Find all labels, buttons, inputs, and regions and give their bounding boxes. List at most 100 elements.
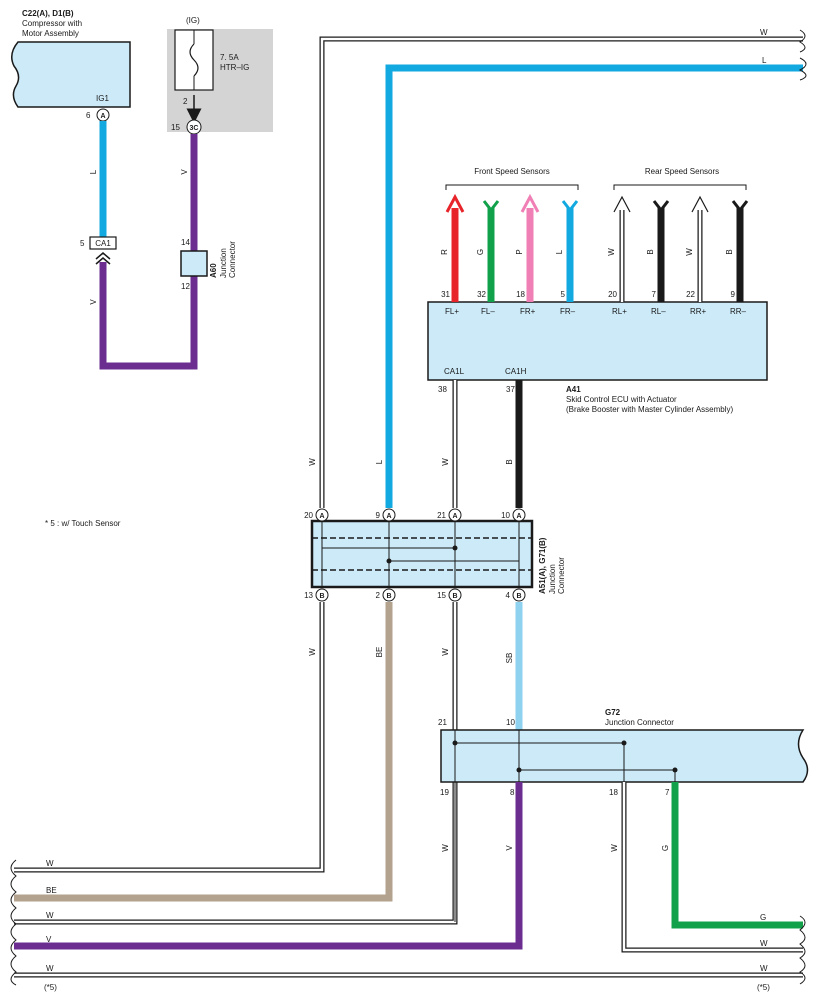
fuse-pin-bottom: 15 [171,123,180,132]
note-ref-right: (*5) [757,983,770,992]
note-touch-sensor: * 5 : w/ Touch Sensor [45,519,121,528]
fuse-conn: 3C [190,125,199,132]
jc-a51-top-conn-1: A [386,513,391,520]
wire-label-bot-v: V [46,935,52,944]
wire-label-jc13: W [308,648,317,656]
cut-mark-left [10,859,17,986]
ecu-wire-label-1: G [476,249,485,255]
jc-a51-name-1: Junction [548,564,557,594]
ecu-wire-label-0: R [440,249,449,255]
jc-a51-top-conn-circle-1 [382,508,396,522]
a60-ref: A60 [209,263,218,278]
compressor-ref: C22(A), D1(B) [22,9,74,18]
ecu-arrow-down-icon-1 [482,200,500,213]
ecu-bottom-name-1: CA1H [505,367,527,376]
ecu-pin-0: 31 [441,290,450,299]
fuse-name: HTR–IG [220,63,249,72]
wire-label-bot-w1: W [46,859,54,868]
wire-label-jc4: SB [505,653,514,664]
g72-bottom-pin-3: 7 [665,788,670,797]
compressor-pin: 6 [86,111,91,120]
ecu-pin-1: 32 [477,290,486,299]
note-ref-left: (*5) [44,983,57,992]
jc-a51-top-conn-circle-0 [315,508,329,522]
wire-label-g72-8: V [505,845,514,851]
ecu-pin-7: 9 [731,290,736,299]
ecu-term-name-4: RL+ [612,307,627,316]
ca1-pin: 5 [80,239,85,248]
ca1-box [89,236,117,250]
jc-a51-top-conn-2: A [452,513,457,520]
cut-mark-top-w [799,29,806,53]
ecu-arrow-up-icon-2 [520,193,540,213]
jc-a51-bottom-pin-1: 2 [376,591,381,600]
ecu-component: Front Speed Sensors Rear Speed Sensors R… [427,167,768,414]
ca1-connector: 5 CA1 [80,236,117,265]
wire-label-l-vert: L [375,459,384,464]
cut-mark-right [799,915,806,985]
jc-a51-bottom-conn-2: B [452,593,457,600]
wire-bot-w1-outer [14,602,325,873]
ecu-term-name-3: FR– [560,307,576,316]
wire-label-bot-w2: W [46,911,54,920]
g72-top-pin-1: 10 [506,718,515,727]
ecu-bottom-pin-0: 38 [438,385,447,394]
compressor-terminal: IG1 [96,94,109,103]
ecu-term-name-2: FR+ [520,307,536,316]
wire-label-ca1h: B [505,459,514,464]
wire-g72-18-inner [622,782,803,952]
wire-label-top-w: W [760,28,768,37]
ecu-name-2: (Brake Booster with Master Cylinder Asse… [566,405,734,414]
jc-a51-bottom-conn-1: B [386,593,391,600]
ecu-arrow-down-icon-5 [652,200,670,213]
jc-a51-bottom-pin-3: 4 [506,591,511,600]
ecu-term-name-5: RL– [651,307,666,316]
wire-bot-be [14,602,393,902]
ecu-wire-label-6: W [685,248,694,256]
ecu-arrow-down-icon-3 [561,200,579,213]
g72-bottom-pin-1: 8 [510,788,515,797]
ecu-bracket-rear [613,184,747,190]
wire-top-w-inner [320,37,803,508]
ecu-arrow-up-icon-6 [691,195,709,213]
compressor-box [11,41,131,108]
wire-label-g72-7: G [661,845,670,851]
ecu-wire-label-7: B [725,249,734,254]
jc-a51-top-pin-0: 20 [304,511,313,520]
ecu-ref: A41 [566,385,581,394]
a60-name-1: Junction [219,248,228,278]
fuse-icon [189,43,199,77]
wire-label-g72-18: W [610,844,619,852]
ecu-arrow-up-icon-0 [445,193,465,213]
fuse-pin-top: 2 [183,97,188,106]
jc-a51-bottom-pin-2: 15 [437,591,446,600]
jc-a51-bottom-conn-circle-3 [512,588,526,602]
a60-connector: 14 12 A60 Junction Connector [180,238,237,291]
wire-label-comp-v: V [89,299,98,305]
a60-box [180,250,208,277]
jc-a51-top-conn-circle-2 [448,508,462,522]
wire-top-l [385,64,803,508]
wire-bot-w1-inner [14,602,324,872]
jc-a51-top-pin-2: 21 [437,511,446,520]
jc-a51-top-conn-circle-3 [512,508,526,522]
ecu-name-1: Skid Control ECU with Actuator [566,395,677,404]
g72-ref: G72 [605,708,621,717]
ecu-pin-6: 22 [686,290,695,299]
wire-label-fuse-v: V [180,169,189,175]
g72-component: G72 Junction Connector 21 10 19 8 18 7 [438,708,809,797]
ecu-term-name-1: FL– [481,307,495,316]
jc-a51-bottom-conn-0: B [319,593,324,600]
ecu-bottom-name-0: CA1L [444,367,465,376]
jc-a51-bottom-conn-circle-0 [315,588,329,602]
ecu-group-rear: Rear Speed Sensors [645,167,719,176]
ecu-group-front: Front Speed Sensors [474,167,550,176]
g72-bottom-pin-2: 18 [609,788,618,797]
ecu-wire-label-2: P [515,249,524,254]
wire-label-bot-w3: W [46,964,54,973]
jc-a51-bottom-pin-0: 13 [304,591,313,600]
jc-a51-top-pin-3: 10 [501,511,510,520]
ecu-term-name-0: FL+ [445,307,459,316]
